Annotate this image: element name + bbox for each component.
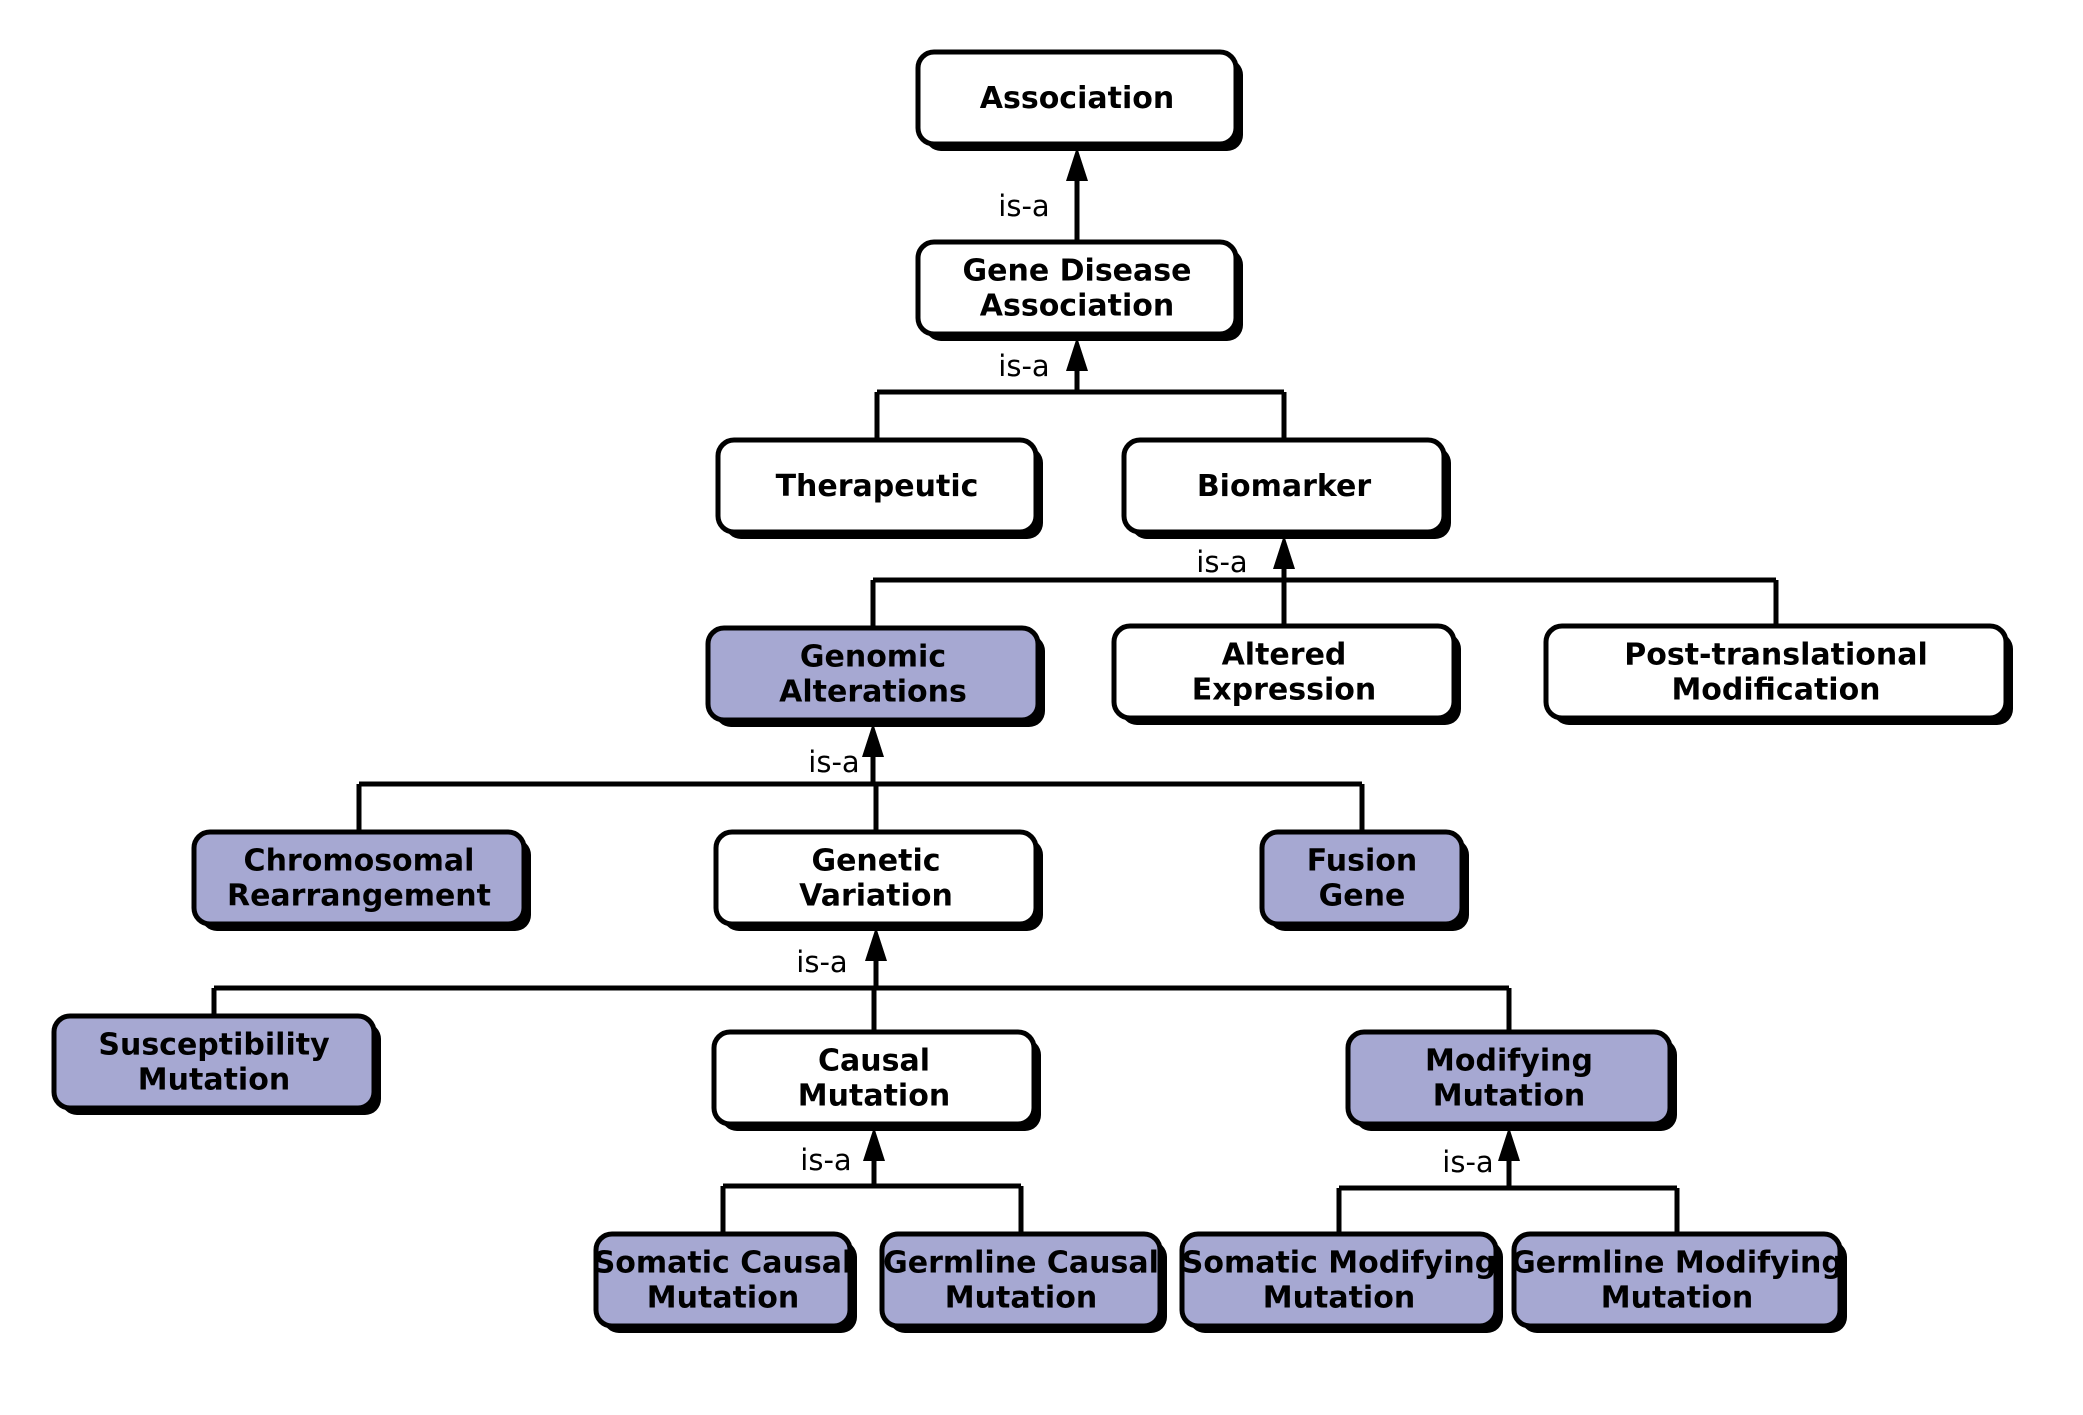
node-label: Mutation [798, 1079, 950, 1114]
node-label: Genomic [800, 640, 946, 675]
edge-line [874, 371, 1287, 440]
node-box [915, 49, 1239, 147]
node-box [705, 625, 1041, 723]
node-label: Mutation [945, 1281, 1097, 1316]
node-box [1511, 1231, 1843, 1329]
edge-label: is-a [796, 945, 847, 979]
node-box [1543, 623, 2009, 721]
node-box [715, 437, 1039, 535]
edge-line [1336, 1161, 1680, 1234]
edge-line [720, 1161, 1024, 1234]
node-label: Rearrangement [227, 879, 491, 914]
edge-label: is-a [1196, 545, 1247, 579]
node-label: Alterations [779, 675, 967, 710]
node-label: Association [980, 81, 1174, 116]
node-label: Mutation [1433, 1079, 1585, 1114]
node-box [51, 1013, 377, 1111]
node-association: Association [915, 49, 1243, 151]
node-box [1259, 829, 1465, 927]
arrowhead [1273, 535, 1295, 569]
node-label: Biomarker [1197, 469, 1372, 504]
node-label: Genetic [811, 844, 940, 879]
node-label: Mutation [138, 1063, 290, 1098]
arrowhead [1066, 147, 1088, 181]
edge-label: is-a [808, 745, 859, 779]
node-label: Somatic Modifying [1182, 1246, 1497, 1281]
node-therapeutic: Therapeutic [715, 437, 1043, 539]
node-label: Mutation [1263, 1281, 1415, 1316]
edges-layer: is-a is-a is-a is-a is-a is-a is-a [211, 147, 1779, 1234]
node-label: Expression [1192, 673, 1376, 708]
node-label: Association [980, 289, 1174, 324]
node-label: Gene Disease [963, 254, 1192, 289]
node-label: Variation [799, 879, 953, 914]
arrowhead [865, 927, 887, 961]
node-label: Post-translational [1624, 638, 1928, 673]
node-label: Therapeutic [776, 469, 979, 504]
node-box [915, 239, 1239, 337]
node-box [1179, 1231, 1499, 1329]
node-label: Mutation [1601, 1281, 1753, 1316]
edge-association: is-a [998, 147, 1088, 242]
node-box [191, 829, 527, 927]
edge-gene-disease-association: is-a [874, 337, 1287, 440]
node-box [593, 1231, 853, 1329]
edge-line [356, 757, 1365, 832]
node-label: Germline Modifying [1511, 1246, 1843, 1281]
edge-causal-mutation: is-a [720, 1127, 1024, 1234]
node-box [711, 1029, 1037, 1127]
edge-genomic-alterations: is-a [356, 723, 1365, 832]
node-label: Modification [1671, 673, 1880, 708]
node-label: Gene [1319, 879, 1406, 914]
node-box [1121, 437, 1447, 535]
node-label: Altered [1222, 638, 1347, 673]
arrowhead [863, 1127, 885, 1161]
arrowhead [862, 723, 884, 757]
node-label: Susceptibility [98, 1028, 330, 1063]
node-label: Chromosomal [244, 844, 475, 879]
node-label: Germline Causal [883, 1246, 1159, 1281]
edge-line [211, 961, 1512, 1032]
arrowhead [1498, 1127, 1520, 1161]
edge-label: is-a [998, 189, 1049, 223]
node-label: Somatic Causal [594, 1246, 853, 1281]
node-biomarker: Biomarker [1121, 437, 1451, 539]
edge-modifying-mutation: is-a [1336, 1127, 1680, 1234]
node-box [879, 1231, 1163, 1329]
edge-biomarker: is-a [870, 535, 1779, 628]
edge-genetic-variation: is-a [211, 927, 1512, 1032]
edge-label: is-a [800, 1143, 851, 1177]
node-box [713, 829, 1039, 927]
node-label: Fusion [1307, 844, 1417, 879]
node-label: Mutation [647, 1281, 799, 1316]
node-box [1111, 623, 1457, 721]
arrowhead [1066, 337, 1088, 371]
node-label: Causal [818, 1044, 930, 1079]
node-label: Modifying [1425, 1044, 1593, 1079]
node-box [1345, 1029, 1673, 1127]
edge-label: is-a [1442, 1145, 1493, 1179]
edge-label: is-a [998, 349, 1049, 383]
edge-line [870, 569, 1779, 628]
